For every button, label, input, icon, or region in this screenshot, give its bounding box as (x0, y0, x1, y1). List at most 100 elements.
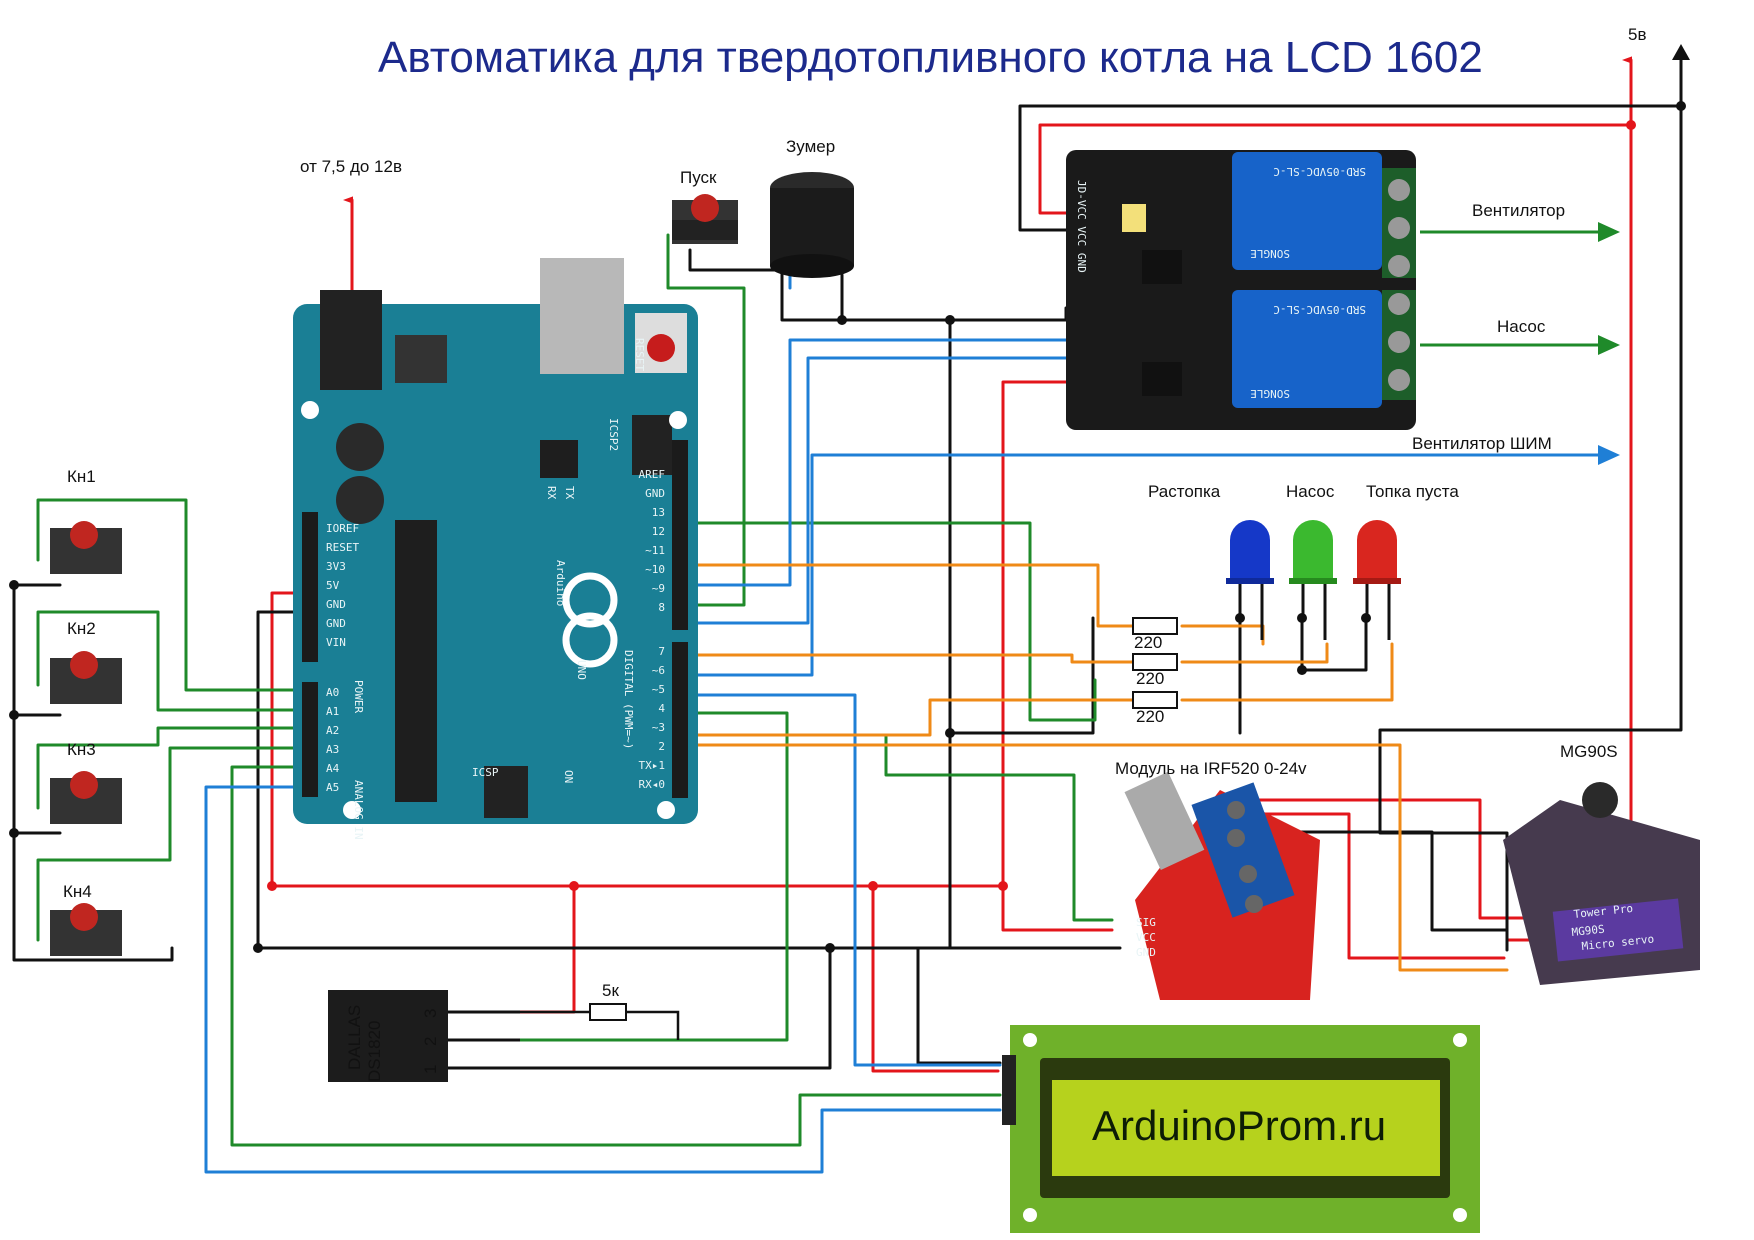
sensor-brand: DALLAS (345, 1005, 364, 1070)
junction-dot (253, 943, 263, 953)
resistor-r1: 220 (1132, 617, 1178, 652)
pin-label: GND (326, 617, 346, 630)
pin-label: 5V (326, 579, 340, 592)
pin-label: 7 (658, 645, 665, 658)
wire-k2-a1 (36, 610, 307, 712)
pin-label: 13 (652, 506, 665, 519)
junction-dot (998, 881, 1008, 891)
button-k3: Кн3 (50, 740, 122, 824)
button-k2: Кн2 (50, 619, 122, 704)
pin-label: GND (645, 487, 665, 500)
junction-dot (825, 943, 835, 953)
wire-sda-lcd (230, 765, 1002, 1147)
wire-k3-a2 (36, 726, 307, 810)
junction-dot (1235, 613, 1245, 623)
junction-dot (1297, 665, 1307, 675)
button-k1: Кн1 (50, 467, 122, 574)
servo-brand: Tower Pro (1573, 902, 1634, 921)
tx-label: TX (563, 486, 576, 500)
junction-dot (945, 315, 955, 325)
pin-label: A0 (326, 686, 339, 699)
wire-gnd-bus (688, 248, 1095, 950)
pin-label: 3V3 (326, 560, 346, 573)
wire-junctions (9, 101, 1686, 953)
wire-d7-led2 (674, 653, 1152, 664)
lcd-text: ArduinoProm.ru (1092, 1102, 1386, 1149)
junction-dot (569, 881, 579, 891)
pin-label: AREF (639, 468, 666, 481)
resistor-r2-value: 220 (1136, 669, 1164, 688)
digital-label: DIGITAL (PWM=~) (622, 650, 635, 749)
junction-dot (868, 881, 878, 891)
wire-mosfet-out-plus (1236, 812, 1506, 960)
pin-label: A4 (326, 762, 340, 775)
junction-dot (267, 881, 277, 891)
buzzer-label: Зумер (786, 137, 835, 156)
wire-d10-in1 (674, 338, 1098, 587)
button-k4: Кн4 (50, 882, 122, 956)
relay-2 (1232, 290, 1382, 408)
mosfet-pin-sig: SIG (1136, 916, 1156, 929)
wire-servo-signal (674, 743, 1509, 972)
sensor-pin-3: 3 (421, 1009, 440, 1018)
led-kindling (1226, 520, 1274, 640)
button-k3-label: Кн3 (67, 740, 96, 759)
mosfet-pin-gnd: GND (1136, 946, 1156, 959)
resistor-r1-value: 220 (1134, 633, 1162, 652)
pin-label: 8 (658, 601, 665, 614)
pin-label: IOREF (326, 522, 359, 535)
servo-mg90s: Tower Pro MG90S Micro servo (1503, 782, 1700, 985)
start-button: Пуск (672, 168, 738, 244)
pin-label: 4 (658, 702, 665, 715)
usb-port (540, 258, 624, 374)
ds1820-sensor: DALLAS DS1820 3 2 1 (328, 990, 520, 1082)
fan-pwm-output-label: Вентилятор ШИМ (1412, 434, 1552, 453)
relay-module: SRD-05VDC-SL-C SRD-05VDC-SL-C SONGLE SON… (1066, 150, 1416, 430)
pin-label: 2 (658, 740, 665, 753)
pullup-resistor: 5к (520, 981, 680, 1040)
pin-label: A5 (326, 781, 339, 794)
arduino-model: UNO (575, 660, 588, 680)
relay-1-marking: SRD-05VDC-SL-C (1273, 165, 1366, 178)
voltage-regulator (395, 335, 447, 383)
resistor-r3-value: 220 (1136, 707, 1164, 726)
junction-dot (9, 828, 19, 838)
dc-jack (320, 290, 382, 390)
pin-label: RESET (326, 541, 359, 554)
led-pump-label: Насос (1286, 482, 1335, 501)
start-button-label: Пуск (680, 168, 717, 187)
led-pump (1289, 520, 1337, 640)
junction-dot (1361, 613, 1371, 623)
resistor-r2: 220 (1132, 653, 1178, 688)
wire-d2-led3 (674, 698, 1152, 737)
svg-text:JD-VCC VCC GND: JD-VCC VCC GND (1075, 180, 1088, 273)
power-input-label: от 7,5 до 12в (300, 157, 402, 176)
button-k1-label: Кн1 (67, 467, 96, 486)
wire-k1-a0 (36, 498, 307, 692)
mosfet-pin-vcc: VCC (1136, 931, 1156, 944)
wire-led-gnd (1238, 616, 1368, 735)
lcd-1602: ArduinoProm.ru (1002, 1025, 1480, 1233)
junction-dot (837, 315, 847, 325)
rx-label: RX (545, 486, 558, 500)
buzzer: Зумер (770, 137, 854, 278)
pin-label: GND (326, 598, 346, 611)
wire-mosfet-out-minus (1236, 830, 1509, 932)
icsp-label: ICSP (472, 766, 499, 779)
relay-2-brand: SONGLE (1250, 387, 1290, 400)
sensor-pin-2: 2 (421, 1037, 440, 1046)
wire-ds-gnd (518, 946, 1002, 1070)
pin-label: TX▸1 (639, 759, 666, 772)
wire-gnd-relay-right (1018, 104, 1683, 952)
wire-start-d9 (666, 233, 746, 607)
wire-scl-lcd (204, 785, 1002, 1174)
relay-1-brand: SONGLE (1250, 247, 1290, 260)
led-empty-label: Топка пуста (1366, 482, 1459, 501)
mosfet-module: SIG VCC GND (1124, 771, 1320, 1000)
power-label: POWER (352, 680, 365, 713)
led-empty (1353, 520, 1401, 640)
